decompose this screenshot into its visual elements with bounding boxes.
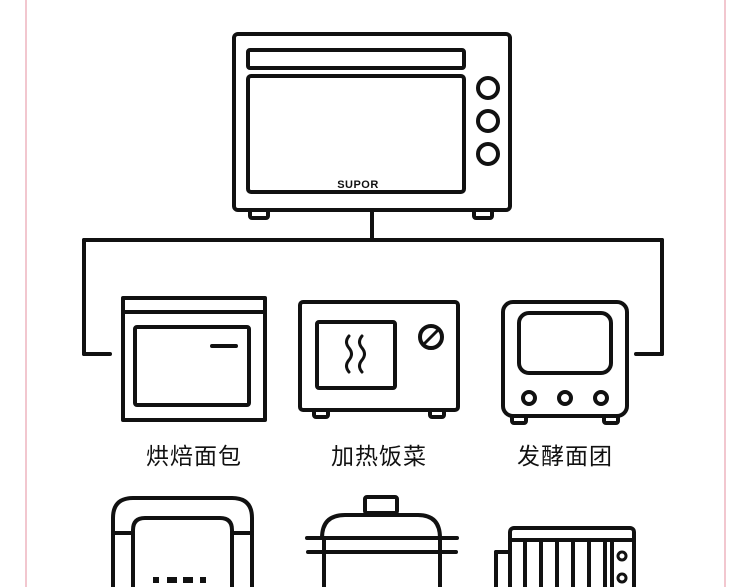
baking-bread-icon (121, 296, 267, 422)
cooking-pot-icon (305, 495, 459, 587)
connector-lines (82, 208, 664, 356)
label-baking-bread: 烘焙面包 (146, 444, 242, 470)
right-pink-border (724, 0, 726, 587)
microwave-heating-icon (298, 300, 460, 419)
dough-proofing-icon (501, 300, 629, 425)
bread-maker-icon (111, 496, 254, 587)
oven-icon (232, 32, 512, 220)
brand-logo: SUPOR (337, 179, 379, 191)
left-pink-border (25, 0, 27, 587)
label-proofing-dough: 发酵面团 (517, 444, 613, 470)
label-heating-food: 加热饭菜 (331, 444, 427, 470)
oil-heater-icon (494, 526, 636, 587)
